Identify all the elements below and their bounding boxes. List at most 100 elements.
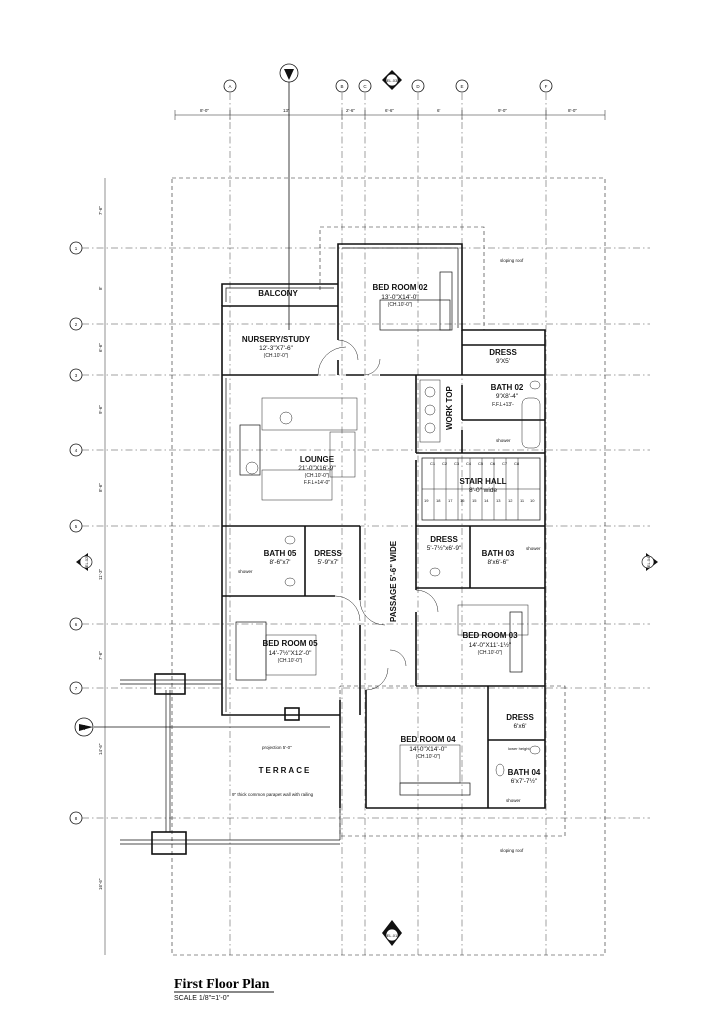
dress4-label: DRESS: [506, 713, 534, 722]
y-axis-marker: Y: [279, 63, 299, 330]
left-dim-7: 7'-6": [98, 651, 103, 660]
grid-row-3: 3: [75, 373, 78, 378]
stair-10: 10: [530, 498, 535, 503]
furniture-beds: [235, 271, 529, 796]
worktop-fixtures: [419, 379, 441, 443]
left-dim-8: 14'-6": [98, 743, 103, 755]
bath03-size: 8'x6'-6": [487, 559, 509, 566]
grid-row-5: 5: [75, 524, 78, 529]
room-labels: BALCONY BED ROOM 02 13'-0"X14'-0" (CH.10…: [242, 283, 541, 785]
plan-notes: shower shower shower shower projection 5…: [232, 438, 541, 803]
grid-row-2: 2: [75, 322, 78, 327]
title-block: First Floor Plan SCALE 1/8"=1'-0": [174, 977, 274, 1002]
terrace-column-bottom: [151, 831, 187, 855]
bath04-label: BATH 04: [508, 768, 541, 777]
grid-row-bubbles: 1 2 3 4 5 6 7 8: [69, 241, 83, 825]
left-dimension-line: 7'-6" 8' 6'-6" 9'-6" 8'-6" 11'-3" 7'-6" …: [98, 178, 106, 955]
terrace-label: TERRACE: [259, 766, 312, 775]
el-top-label: EL.03: [387, 78, 398, 83]
dress1-size: 9'X5': [496, 358, 510, 365]
sloping-roof-top-note: sloping roof: [500, 258, 524, 263]
furniture-lounge: [239, 397, 358, 501]
lounge-size: 21'-0"X16'-9": [298, 465, 336, 472]
top-dim-6: 9'-0": [498, 108, 507, 113]
y-axis-label: Y: [287, 71, 292, 78]
grid-row-1: 1: [75, 246, 78, 251]
x-axis-label: X: [81, 725, 86, 732]
stair-11: 11: [520, 498, 525, 503]
el-left-label: EL.02: [84, 556, 89, 567]
stair-15: 15: [472, 498, 477, 503]
terrace-railing: [120, 673, 341, 855]
stairhall-size: 8'-0" wide: [469, 487, 498, 494]
nursery-ceiling: (CH.10'-0"): [264, 353, 289, 359]
shower-note-bath04: shower: [506, 798, 521, 803]
grid-col-d: D: [416, 84, 420, 89]
top-dim-2: 13': [283, 108, 289, 113]
dress2-label: DRESS: [314, 549, 342, 558]
shower-note-bath02: shower: [496, 438, 511, 443]
stair-19: 19: [424, 498, 429, 503]
stair-16: 16: [460, 498, 465, 503]
stairhall-label: STAIR HALL: [460, 477, 507, 486]
elevation-marker-top: EL.03: [382, 70, 402, 90]
bath02-size: 9'X8'-4": [496, 393, 519, 400]
grid-col-e: E: [460, 84, 463, 89]
nursery-size: 12'-3"X7'-6": [259, 345, 294, 352]
roof-outline-bottom: [339, 685, 566, 837]
dress1-label: DRESS: [489, 348, 517, 357]
balcony-label: BALCONY: [258, 289, 298, 298]
vertical-grid-lines: [229, 93, 547, 955]
grid-row-6: 6: [75, 622, 78, 627]
grid-row-7: 7: [75, 686, 78, 691]
stair-c6: C6: [490, 461, 496, 466]
lounge-level: F.F.L+14'-0": [304, 480, 330, 486]
left-dim-2: 8': [98, 286, 103, 290]
door-swings: [317, 339, 439, 691]
lower-height-note: lower height: [508, 746, 530, 751]
top-dim-1: 8'-0": [200, 108, 209, 113]
dress3-size: 5'-7½"x6'-9": [427, 544, 462, 552]
stair-17: 17: [448, 498, 453, 503]
stair-c2: C2: [442, 461, 448, 466]
shower-note-bath03: shower: [526, 546, 541, 551]
bed03-label: BED ROOM 03: [462, 631, 518, 640]
sloping-roof-bottom-note: sloping roof: [500, 848, 524, 853]
bed04-label: BED ROOM 04: [400, 735, 456, 744]
grid-col-c: C: [363, 84, 367, 89]
bed04-ceiling: (CH.10'-0"): [416, 754, 441, 760]
dress4-size: 6'x6': [514, 723, 527, 730]
nursery-label: NURSERY/STUDY: [242, 335, 311, 344]
grid-column-bubbles: A B C D E F: [223, 79, 553, 93]
bath05-size: 8'-6"x7': [269, 559, 290, 566]
elevation-marker-bottom: EL.01: [382, 920, 402, 946]
el-right-label: EL.04: [646, 556, 651, 567]
bath03-label: BATH 03: [482, 549, 515, 558]
lounge-label: LOUNGE: [300, 455, 335, 464]
grid-row-4: 4: [75, 448, 78, 453]
el-bottom-label: EL.01: [387, 933, 398, 938]
stair-c1: C1: [430, 461, 436, 466]
left-dim-3: 6'-6": [98, 343, 103, 352]
left-dim-9: 16'-6": [98, 878, 103, 890]
top-dim-3: 2'-6": [346, 108, 355, 113]
bed02-size: 13'-0"X14'-0": [381, 294, 419, 301]
stair-c8: C8: [514, 461, 520, 466]
stair-12: 12: [508, 498, 513, 503]
bath05-label: BATH 05: [264, 549, 297, 558]
bath-fixtures: [284, 380, 541, 777]
top-dim-7: 8'-0": [568, 108, 577, 113]
dress3-label: DRESS: [430, 535, 458, 544]
stair: C1 C2 C3 C4 C5 C6 C7 C8 19 18 17 16 15 1…: [421, 457, 541, 521]
elevation-marker-left: EL.02: [76, 553, 93, 571]
grid-row-8: 8: [75, 816, 78, 821]
bed05-label: BED ROOM 05: [262, 639, 318, 648]
plan-scale: SCALE 1/8"=1'-0": [174, 995, 230, 1002]
bath02-level: F.F.L+13'-: [492, 402, 514, 408]
left-dim-4: 9'-6": [98, 405, 103, 414]
bed05-ceiling: (CH.10'-0"): [278, 658, 303, 664]
stair-c4: C4: [466, 461, 472, 466]
bath04-size: 6'x7'-7½": [511, 777, 538, 785]
stair-18: 18: [436, 498, 441, 503]
